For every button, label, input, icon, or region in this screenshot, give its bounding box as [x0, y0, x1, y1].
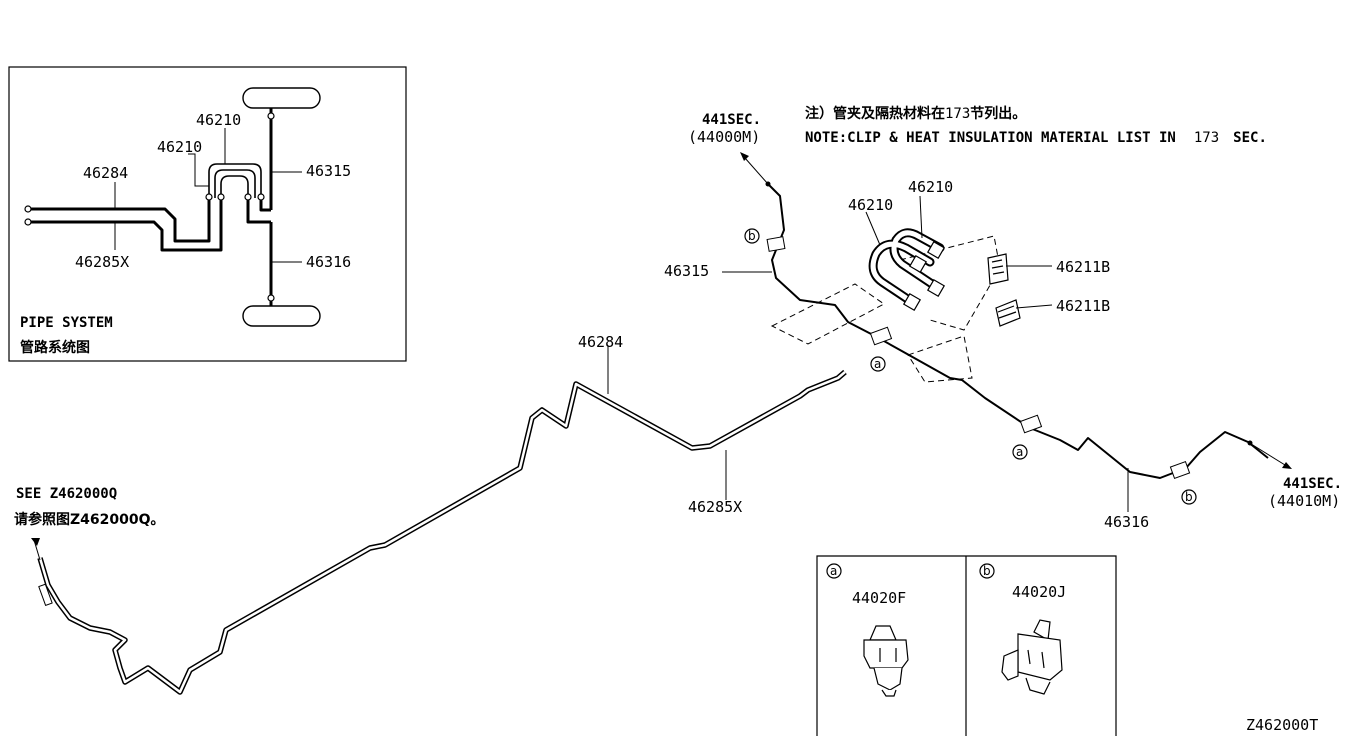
marker-b-right-letter: b	[1185, 490, 1193, 504]
label-46211b-a: 46211B	[1056, 258, 1110, 276]
inset-label-46315: 46315	[306, 162, 351, 180]
marker-a-mid	[870, 356, 886, 372]
clip-44020f-icon	[863, 625, 909, 697]
clip-left-end	[38, 583, 53, 606]
label-46210-b: 46210	[848, 196, 893, 214]
detail-b-part: 44020J	[1012, 583, 1066, 601]
inset-leaders	[114, 128, 302, 263]
u-loop-pipes-46210-inner	[870, 230, 943, 305]
detail-a-letter: a	[830, 564, 837, 578]
sec-top-label: 441SEC.	[702, 112, 761, 128]
inset-label-46316: 46316	[306, 253, 351, 271]
pipe-system-inset: 46210 46210 46284 46285X 46315 46316 PIP…	[8, 66, 407, 362]
see-ref-label: SEE Z462000Q	[16, 486, 117, 502]
inset-label-46284: 46284	[83, 164, 128, 182]
label-46284: 46284	[578, 333, 623, 351]
marker-a-right-letter: a	[1016, 445, 1023, 459]
rear-wheel-icon	[242, 305, 321, 327]
circle-markers	[744, 228, 1197, 505]
front-wheel-icon	[242, 87, 321, 109]
detail-boxes: a 44020F b 44020J	[816, 555, 1117, 736]
note-en: NOTE:CLIP & HEAT INSULATION MATERIAL LIS…	[805, 130, 1267, 146]
arrow-head-right	[1282, 462, 1292, 469]
inset-title-cn: 管路系统图	[20, 339, 90, 356]
inset-title: PIPE SYSTEM	[20, 315, 113, 331]
see-ref-cn-label: 请参照图Z462000Q。	[14, 511, 165, 528]
detail-frame	[816, 555, 1117, 736]
heat-shield-dashed	[770, 235, 1001, 383]
detail-b-letter: b	[983, 564, 991, 578]
inset-connectors	[24, 112, 275, 302]
main-leaders	[607, 195, 1129, 512]
marker-b-top-letter: b	[748, 229, 756, 243]
marker-b-top	[744, 228, 760, 244]
sec-top-code: (44000M)	[688, 128, 760, 146]
inset-label-46210-left: 46210	[157, 138, 202, 156]
note-cn: 注）管夹及隔热材料在173节列出。	[805, 105, 1026, 122]
inset-label-46210-top: 46210	[196, 111, 241, 129]
label-46316: 46316	[1104, 513, 1149, 531]
label-46285x: 46285X	[688, 498, 742, 516]
sec-right-label: 441SEC.	[1283, 476, 1342, 492]
figure-code: Z462000T	[1246, 716, 1318, 734]
inset-frame	[8, 66, 407, 362]
detail-a-part: 44020F	[852, 589, 906, 607]
line-clips	[766, 236, 1191, 480]
inset-loop-pipes	[208, 163, 262, 198]
label-46210-a: 46210	[908, 178, 953, 196]
bracket-46211b-icons	[987, 253, 1021, 327]
label-46315: 46315	[664, 262, 709, 280]
marker-a-right	[1012, 444, 1028, 460]
marker-b-right	[1181, 489, 1197, 505]
label-46211b-b: 46211B	[1056, 297, 1110, 315]
pipe-connectors	[765, 181, 1253, 446]
loop-fittings	[902, 240, 946, 312]
arrow-head-see-ref	[31, 538, 40, 546]
bracket-lower-icon	[995, 299, 1021, 327]
arrow-head-top	[740, 152, 749, 161]
detail-a-marker	[826, 563, 842, 579]
note-block: 注）管夹及隔热材料在173节列出。 NOTE:CLIP & HEAT INSUL…	[805, 105, 1267, 146]
marker-a-mid-letter: a	[874, 357, 881, 371]
inset-label-46285x: 46285X	[75, 253, 129, 271]
sec-right-code: (44010M)	[1268, 492, 1340, 510]
detail-b-marker	[979, 563, 995, 579]
inset-pipes	[30, 108, 273, 306]
main-pipe-46284-46285x	[31, 369, 847, 695]
clip-44020j-icon	[1001, 619, 1063, 695]
main-pipe-46315-46316	[744, 157, 1286, 479]
bracket-upper-icon	[987, 253, 1009, 285]
